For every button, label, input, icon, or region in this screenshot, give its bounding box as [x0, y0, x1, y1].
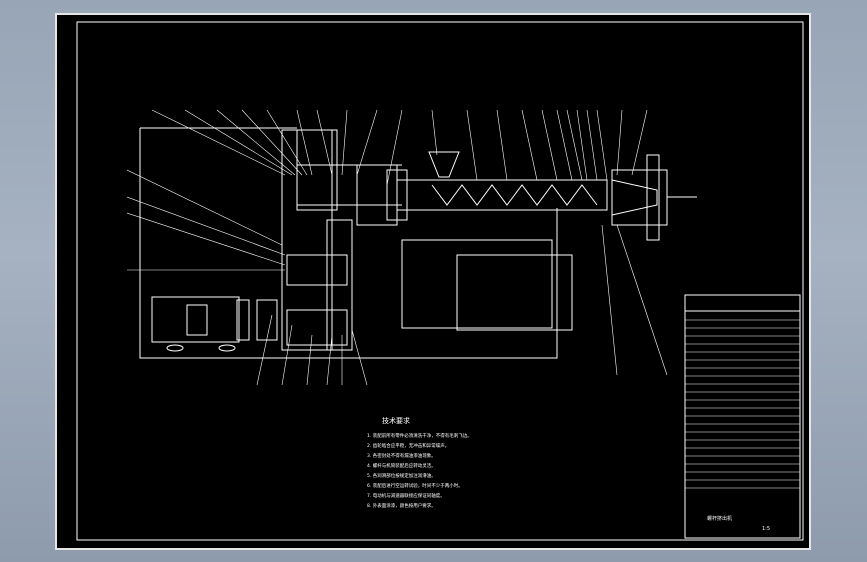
- base-frame: [139, 128, 558, 359]
- tech-note: 6. 装配后进行空运转试验，时间不少于两小时。: [367, 482, 463, 489]
- control-box: [456, 254, 573, 331]
- hopper: [428, 151, 460, 178]
- barrel: [396, 179, 608, 211]
- cabinet-panel: [401, 239, 553, 329]
- tech-note: 7. 电动机与减速器联接应保证同轴度。: [367, 492, 445, 499]
- gearbox: [281, 129, 333, 351]
- tech-note: 5. 各润滑部位按规定加注润滑油。: [367, 472, 436, 479]
- drawing-sheet: 技术要求 1. 装配前所有零件必须清洗干净，不得有毛刺飞边。 2. 齿轮啮合应平稳…: [55, 13, 811, 550]
- inner-frame: [76, 21, 804, 541]
- title-scale: 1:5: [762, 526, 770, 532]
- title-block: [684, 294, 801, 539]
- tech-title: 技术要求: [382, 416, 410, 425]
- tech-note: 2. 齿轮啮合应平稳，无冲击和异常噪声。: [367, 442, 449, 449]
- tech-note: 1. 装配前所有零件必须清洗干净，不得有毛刺飞边。: [367, 432, 472, 439]
- tech-note: 3. 各密封处不得有漏油渗油现象。: [367, 452, 436, 459]
- tech-notes: 1. 装配前所有零件必须清洗干净，不得有毛刺飞边。 2. 齿轮啮合应平稳，无冲击和…: [367, 432, 472, 509]
- title-name: 螺杆挤出机: [707, 515, 732, 522]
- tech-note: 8. 外表面涂漆，颜色按用户要求。: [367, 502, 436, 509]
- cad-drawing: 技术要求 1. 装配前所有零件必须清洗干净，不得有毛刺飞边。 2. 齿轮啮合应平稳…: [76, 21, 804, 541]
- tech-note: 4. 螺杆与机筒装配后应转动灵活。: [367, 462, 436, 469]
